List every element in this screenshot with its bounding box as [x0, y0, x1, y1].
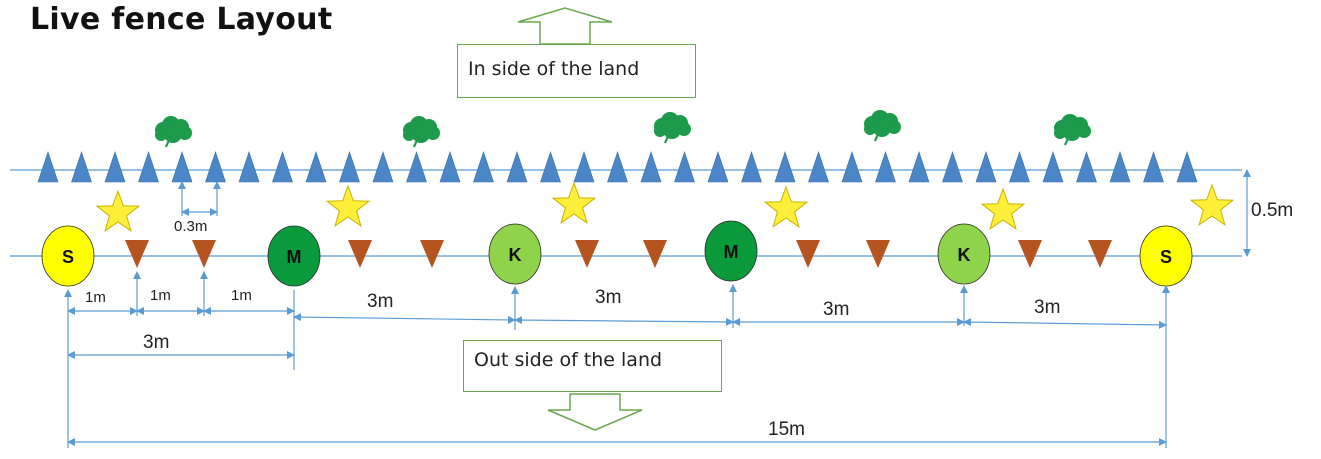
brown-triangle	[643, 240, 667, 268]
row-gap-label: 0.5m	[1251, 200, 1293, 221]
blue-triangle	[1042, 151, 1064, 183]
plant-m-node: M	[267, 225, 321, 287]
blue-triangle	[774, 151, 796, 183]
brown-triangle	[192, 240, 216, 268]
blue-triangle	[104, 151, 126, 183]
star-icon	[551, 181, 597, 224]
dim-3m-seg4	[963, 318, 1167, 329]
blue-triangle	[975, 151, 997, 183]
dim-label-3m-first: 3m	[143, 332, 169, 353]
shrub-icon	[864, 110, 901, 142]
plant-m-node: M	[704, 220, 758, 282]
blue-triangle	[808, 151, 829, 183]
dim-3m-seg1	[293, 313, 516, 324]
star-icon	[325, 184, 371, 227]
dim-label-3m-seg2: 3m	[595, 287, 621, 308]
blue-triangle	[473, 151, 494, 183]
plant-k-node: K	[937, 223, 991, 285]
blue-triangle	[171, 151, 193, 183]
plant-k-node: K	[488, 223, 542, 285]
blue-triangle	[540, 151, 561, 183]
blue-triangle	[908, 151, 930, 183]
brown-triangle	[125, 240, 149, 268]
blue-triangle	[1076, 151, 1097, 183]
blue-triangle	[138, 151, 159, 183]
blue-triangle	[1143, 151, 1164, 183]
star-icon	[763, 185, 809, 228]
plant-s-node: S	[41, 225, 95, 287]
blue-triangle	[238, 151, 260, 183]
blue-triangle	[573, 151, 595, 183]
spacing-label: 0.3m	[174, 218, 207, 235]
brown-triangle	[1088, 240, 1112, 268]
blue-triangle	[205, 151, 226, 183]
brown-triangle	[1018, 240, 1042, 268]
blue-triangle	[607, 151, 628, 183]
dim-label-3m-seg4: 3m	[1034, 297, 1060, 318]
brown-triangle	[866, 240, 890, 268]
dim-label-1m-a: 1m	[85, 289, 106, 306]
blue-triangle	[707, 151, 729, 183]
shrub-icon	[155, 116, 192, 148]
star-icon	[980, 187, 1026, 230]
blue-triangle	[741, 151, 762, 183]
dim-label-3m-seg3: 3m	[823, 299, 849, 320]
blue-triangle	[406, 151, 427, 183]
shrub-icon	[654, 112, 691, 144]
dim-label-3m-seg1: 3m	[367, 291, 393, 312]
blue-triangle	[1109, 151, 1131, 183]
blue-triangle	[439, 151, 461, 183]
dim-label-total: 15m	[768, 419, 805, 440]
dim-label-1m-c: 1m	[231, 287, 252, 304]
star-icon	[95, 189, 141, 232]
shrub-icon	[403, 116, 440, 148]
dim-3m-seg2	[514, 316, 734, 326]
plant-letter: S	[62, 247, 74, 267]
blue-triangle	[506, 151, 528, 183]
blue-triangle	[640, 151, 662, 183]
brown-triangle	[575, 240, 599, 268]
brown-triangle	[796, 240, 820, 268]
plant-letter: S	[1160, 247, 1172, 267]
blue-triangle	[841, 151, 863, 183]
plant-letter: M	[724, 242, 739, 262]
plant-s-node: S	[1139, 225, 1193, 287]
plant-letter: M	[287, 247, 302, 267]
blue-triangle	[71, 151, 92, 183]
blue-triangle	[339, 151, 360, 183]
blue-triangle	[37, 151, 59, 183]
outside-arrow	[547, 393, 643, 431]
plant-letter: K	[509, 245, 522, 265]
blue-triangle	[942, 151, 963, 183]
outside-label: Out side of the land	[474, 349, 663, 371]
blue-triangle	[305, 151, 327, 183]
inside-label-box: In side of the land	[457, 44, 696, 98]
brown-triangle	[348, 240, 372, 268]
blue-triangle	[372, 151, 394, 183]
plant-letter: K	[958, 245, 971, 265]
star-icon	[1189, 183, 1235, 226]
blue-triangle	[875, 151, 896, 183]
blue-triangle	[674, 151, 695, 183]
blue-triangle	[1009, 151, 1030, 183]
brown-triangle	[420, 240, 444, 268]
inside-arrow	[517, 7, 613, 45]
outside-label-box: Out side of the land	[463, 340, 722, 392]
dim-label-1m-b: 1m	[150, 287, 171, 304]
shrub-icon	[1054, 114, 1091, 146]
inside-label: In side of the land	[468, 58, 640, 80]
blue-triangle	[1176, 151, 1198, 183]
blue-triangle	[272, 151, 293, 183]
diagram-title: Live fence Layout	[30, 2, 333, 37]
